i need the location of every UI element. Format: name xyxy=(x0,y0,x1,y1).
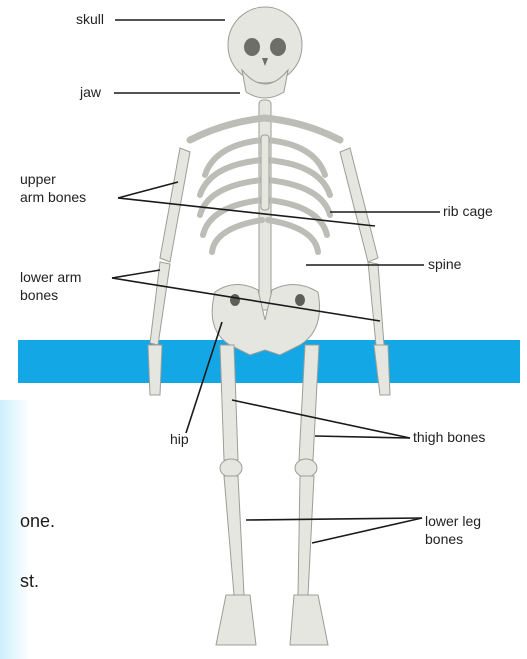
lower-arm-bone xyxy=(150,262,170,345)
lower-leg-bone xyxy=(298,476,314,595)
skull xyxy=(228,7,302,83)
label-lower-arm-line-2: bones xyxy=(20,287,58,304)
label-lower-arm-line-1: lower arm xyxy=(20,269,81,286)
upper-arm-bone xyxy=(340,148,378,262)
label-skull: skull xyxy=(76,11,104,28)
label-hip: hip xyxy=(170,431,189,448)
label-jaw: jaw xyxy=(80,84,101,101)
label-upper-arm-line-2: arm bones xyxy=(20,189,86,206)
label-spine: spine xyxy=(428,256,461,273)
label-upper-arm-line-1: upper xyxy=(20,171,56,188)
thigh-bone xyxy=(220,345,238,460)
lower-leg-bone xyxy=(224,476,244,595)
label-rib-cage: rib cage xyxy=(443,203,493,220)
label-thigh-bones: thigh bones xyxy=(413,429,485,446)
label-lower-leg-line-2: bones xyxy=(425,531,463,548)
lower-arm-bone xyxy=(368,262,384,345)
thigh-bone xyxy=(299,345,319,460)
label-lower-leg-line-1: lower leg xyxy=(425,513,481,530)
